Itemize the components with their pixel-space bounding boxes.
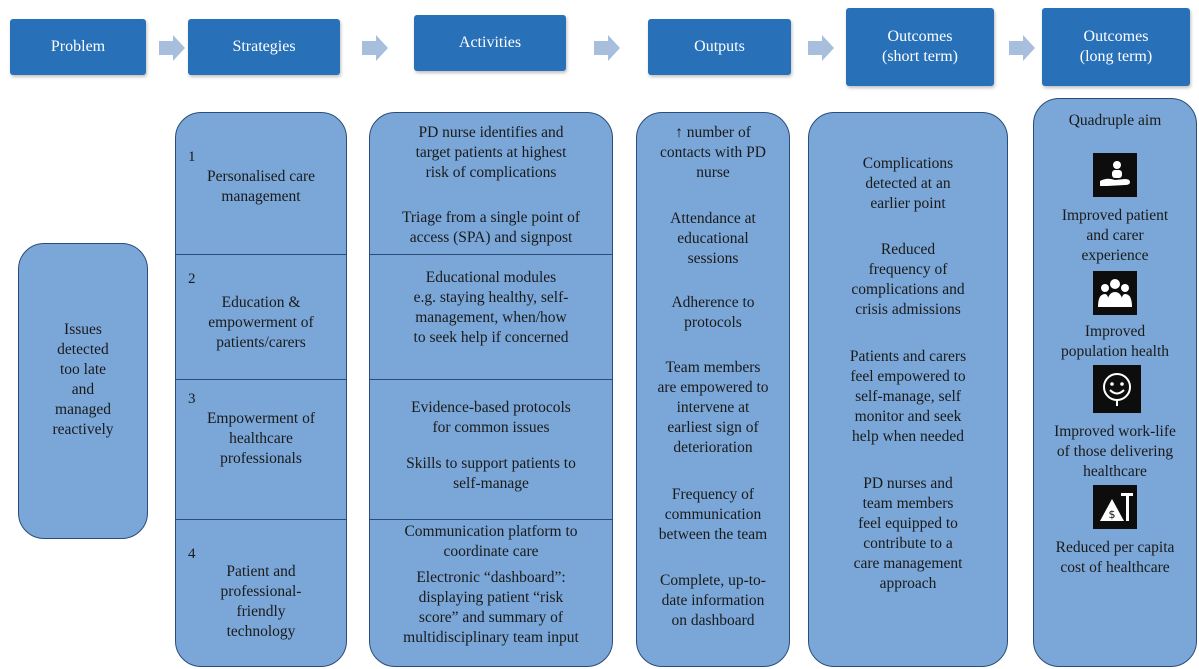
- strategy-text: Personalised care management: [206, 168, 316, 205]
- money-scale-icon: $: [1093, 485, 1137, 529]
- activity-text: Electronic “dashboard”: displaying patie…: [403, 569, 579, 646]
- divider: [370, 379, 612, 380]
- arrow-right-icon: [594, 35, 620, 61]
- strategy-text: Patient and professional- friendly techn…: [220, 563, 302, 640]
- output-text: Frequency of communication between the t…: [658, 486, 768, 543]
- divider: [176, 254, 346, 255]
- problem-text: Issues detected too late and managed rea…: [52, 321, 114, 438]
- divider: [176, 379, 346, 380]
- activity-text: PD nurse identifies and target patients …: [415, 124, 567, 181]
- output-text: Adherence to protocols: [671, 294, 755, 331]
- output-text: Attendance at educational sessions: [670, 210, 756, 267]
- problem-box: Issues detected too late and managed rea…: [18, 243, 148, 539]
- header-activities: Activities: [414, 15, 566, 71]
- arrow-right-icon: [1009, 35, 1035, 61]
- activities-column: PD nurse identifies and target patients …: [369, 112, 613, 667]
- outcome-long-text: Improved patient and carer experience: [1061, 207, 1169, 264]
- outcome-long-text: Improved population health: [1060, 323, 1170, 360]
- strategy-text: Education & empowerment of patients/care…: [208, 294, 314, 351]
- arrow-right-icon: [808, 35, 834, 61]
- strategies-column: 1 Personalised care management 2 Educati…: [175, 112, 347, 667]
- header-strategies: Strategies: [188, 19, 340, 75]
- output-text: ↑ number of contacts with PD nurse: [660, 124, 766, 181]
- divider: [176, 519, 346, 520]
- header-outcomes-short-label: Outcomes (short term): [882, 28, 958, 65]
- header-outcomes-long: Outcomes (long term): [1042, 8, 1190, 86]
- svg-text:$: $: [1109, 508, 1116, 521]
- header-outputs-label: Outputs: [694, 38, 745, 55]
- header-outputs: Outputs: [648, 19, 791, 75]
- divider: [370, 254, 612, 255]
- output-text: Complete, up-to- date information on das…: [660, 572, 766, 629]
- outcomes-long-column: Quadruple aim Improved patient and carer…: [1033, 98, 1197, 667]
- activity-text: Educational modules e.g. staying healthy…: [413, 269, 569, 346]
- activity-text: Evidence-based protocols for common issu…: [411, 399, 571, 436]
- quadruple-aim-title: Quadruple aim: [1068, 112, 1162, 129]
- header-problem: Problem: [10, 19, 146, 75]
- arrow-right-icon: [159, 35, 185, 61]
- outcome-short-text: PD nurses and team members feel equipped…: [853, 475, 963, 592]
- outputs-column: ↑ number of contacts with PD nurse Atten…: [636, 112, 790, 667]
- activity-text: Skills to support patients to self-manag…: [406, 455, 576, 492]
- smiley-stethoscope-icon: [1093, 365, 1141, 413]
- outcome-long-text: Reduced per capita cost of healthcare: [1055, 539, 1175, 576]
- outcome-short-text: Reduced frequency of complications and c…: [851, 241, 965, 318]
- people-group-icon: [1093, 271, 1137, 315]
- header-problem-label: Problem: [50, 38, 106, 55]
- strategy-number: 2: [188, 271, 196, 287]
- header-strategies-label: Strategies: [232, 38, 296, 55]
- outcomes-short-column: Complications detected at an earlier poi…: [808, 112, 1008, 667]
- hand-care-icon: [1093, 153, 1137, 197]
- arrow-right-icon: [362, 35, 388, 61]
- strategy-number: 4: [188, 546, 196, 562]
- strategy-text: Empowerment of healthcare professionals: [206, 410, 316, 467]
- header-outcomes-short: Outcomes (short term): [846, 8, 994, 86]
- header-outcomes-long-label: Outcomes (long term): [1079, 28, 1153, 65]
- outcome-short-text: Patients and carers feel empowered to se…: [849, 348, 967, 445]
- header-activities-label: Activities: [458, 34, 522, 51]
- outcome-short-text: Complications detected at an earlier poi…: [862, 155, 954, 212]
- strategy-number: 3: [188, 391, 196, 407]
- divider: [370, 519, 612, 520]
- activity-text: Communication platform to coordinate car…: [404, 523, 578, 560]
- output-text: Team members are empowered to intervene …: [657, 359, 769, 456]
- strategy-number: 1: [188, 149, 196, 165]
- activity-text: Triage from a single point of access (SP…: [401, 209, 581, 246]
- outcome-long-text: Improved work-life of those delivering h…: [1054, 423, 1176, 480]
